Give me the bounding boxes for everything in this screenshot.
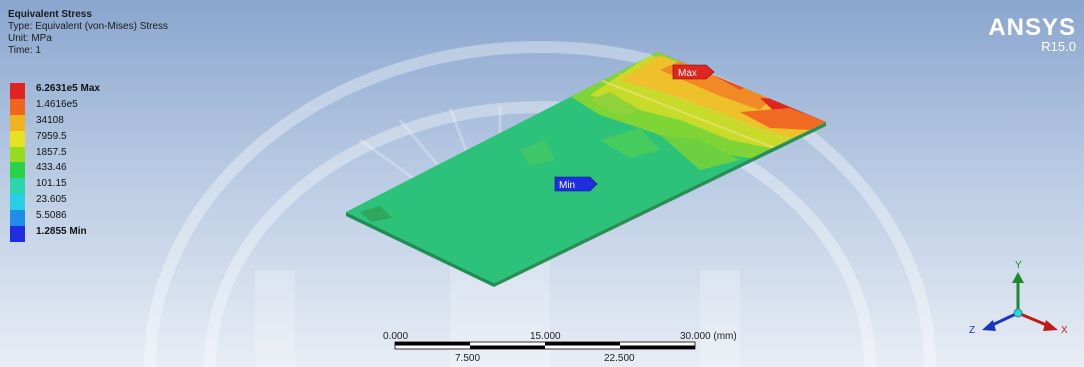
ansys-logo: ANSYS R15.0 [988,16,1076,54]
result-title: Equivalent Stress [8,9,92,20]
min-probe[interactable]: Min [554,176,598,192]
legend-label: 101.15 [36,178,67,190]
legend-label: 6.2631e5 Max [36,83,100,94]
legend-swatch [10,178,25,195]
y-axis-arrow-icon [1012,272,1024,283]
scale-bar: 0.000 15.000 30.000 (mm) 7.500 22.500 [383,331,737,364]
result-info: Equivalent Stress Type: Equivalent (von-… [8,9,168,57]
result-time: Time: 1 [8,45,41,56]
scale-label-22-5: 22.500 [604,353,635,364]
brand-name: ANSYS [988,14,1076,41]
legend-label: 1.2855 Min [36,226,87,238]
legend-swatch [10,210,25,227]
legend-label: 433.46 [36,162,67,174]
result-unit: Unit: MPa [8,33,52,44]
legend-label: 7959.5 [36,130,67,142]
z-axis-arrow-icon [982,320,996,331]
legend-swatch [10,114,25,131]
legend-label: 1.4616e5 [36,98,78,110]
result-type: Type: Equivalent (von-Mises) Stress [8,21,169,32]
scale-label-0: 0.000 [383,331,408,342]
triad-z-label: Z [969,325,975,336]
max-probe[interactable]: Max [672,64,715,80]
scale-label-7-5: 7.500 [455,353,480,364]
plate-side-edge [346,212,494,287]
legend-swatch [10,130,25,147]
max-probe-label: Max [678,68,697,79]
legend-swatch [10,98,25,115]
legend-swatch [10,162,25,179]
legend-label: 1857.5 [36,146,67,158]
legend-label: 34108 [36,114,64,126]
scale-label-30: 30.000 (mm) [680,331,737,342]
brand-version: R15.0 [1041,39,1076,54]
legend-swatch [10,146,25,163]
plate-front-edge [494,122,826,287]
triad-y-label: Y [1015,260,1022,271]
triad-origin-icon [1013,308,1023,318]
legend-swatch [10,226,25,242]
legend-label: 5.5086 [36,210,67,222]
x-axis-arrow-icon [1043,320,1058,331]
min-probe-label: Min [559,180,575,191]
legend-swatch [10,194,25,211]
scale-label-15: 15.000 [530,331,561,342]
legend-swatch [10,83,25,99]
coordinate-triad[interactable]: Y X Z [969,260,1068,336]
legend-label: 23.605 [36,194,67,206]
triad-x-label: X [1061,325,1068,336]
